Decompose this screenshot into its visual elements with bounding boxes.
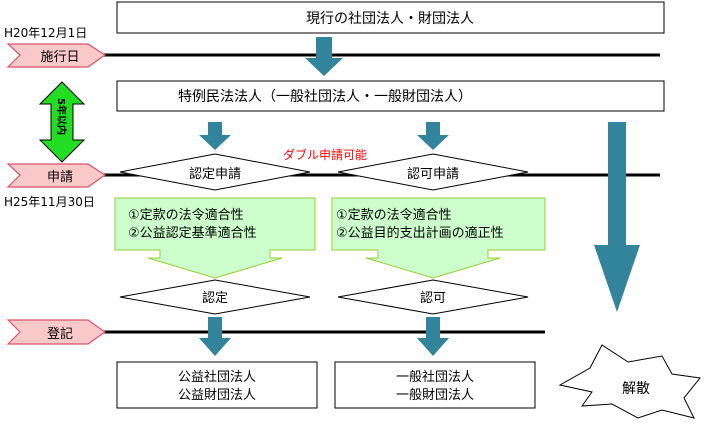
right-application-label: 認可申請 <box>407 166 459 182</box>
left-criteria-1: ①定款の法令適合性 <box>128 207 244 223</box>
left-criteria-2: ②公益認定基準適合性 <box>128 225 257 241</box>
application-label: 申請 <box>47 170 73 185</box>
arrow-to-dissolution <box>594 122 640 312</box>
date-start: H20年12月1日 <box>4 26 87 40</box>
arrow-right-decision-to-result <box>417 317 449 356</box>
within-years-label: 5年以内 <box>55 98 68 135</box>
arrow-top-to-special <box>305 37 343 76</box>
arrow-special-to-right-app <box>417 122 449 150</box>
arrow-special-to-left-app <box>199 122 231 150</box>
left-decision-diamond <box>119 279 311 315</box>
general-corporations-box <box>334 361 536 409</box>
general-result-line-2: 一般財団法人 <box>396 387 474 403</box>
right-decision-diamond <box>337 279 529 315</box>
current-corporations-label: 現行の社団法人・財団法人 <box>306 11 474 27</box>
date-end: H25年11月30日 <box>4 195 95 209</box>
general-result-line-1: 一般社団法人 <box>396 369 474 385</box>
right-application-diamond <box>337 153 529 191</box>
left-application-diamond <box>119 153 311 191</box>
public-corporations-box <box>116 361 318 409</box>
special-corporations-box <box>116 80 665 112</box>
left-decision-label: 認定 <box>202 290 228 306</box>
public-result-line-2: 公益財団法人 <box>178 388 256 403</box>
public-result-line-1: 公益社団法人 <box>178 369 256 385</box>
right-decision-label: 認可 <box>420 290 446 306</box>
registration-label: 登記 <box>47 326 73 342</box>
right-criteria-arrow-box <box>331 197 546 279</box>
right-criteria-1: ①定款の法令適合性 <box>336 207 452 223</box>
enforcement-arrow-label <box>6 43 107 68</box>
five-year-double-arrow <box>38 81 86 163</box>
dissolution-burst <box>558 344 701 419</box>
left-criteria-arrow-box <box>114 197 316 279</box>
application-arrow-label <box>6 163 107 188</box>
enforcement-label: 施行日 <box>40 50 79 65</box>
registration-arrow-label <box>6 319 107 345</box>
current-corporations-box <box>116 1 665 34</box>
arrow-left-decision-to-result <box>199 317 231 356</box>
double-application-note: ダブル申請可能 <box>283 147 367 162</box>
special-corporations-label: 特例民法法人（一般社団法人・一般財団法人） <box>178 89 472 105</box>
left-application-label: 認定申請 <box>189 166 241 182</box>
dissolution-label: 解散 <box>622 381 650 397</box>
right-criteria-2: ②公益目的支出計画の適正性 <box>336 225 504 241</box>
